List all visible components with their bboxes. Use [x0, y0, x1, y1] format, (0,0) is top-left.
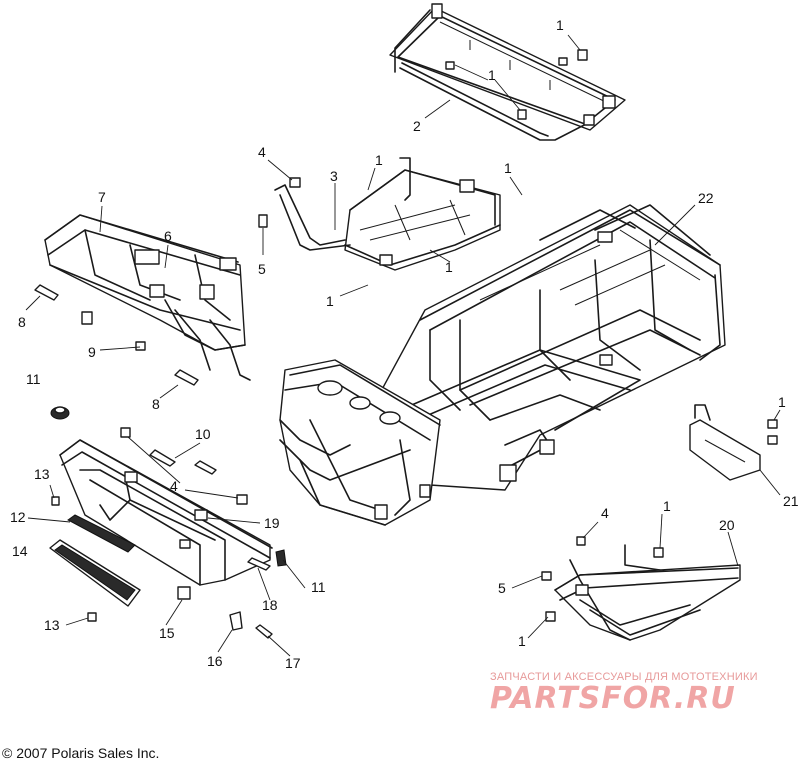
callout-9: 9 — [88, 344, 96, 360]
fastener-4-top — [289, 177, 301, 188]
part-22-front-bulkhead — [279, 359, 441, 526]
callout-7: 7 — [98, 189, 106, 205]
callout-11: 11 — [311, 579, 326, 595]
callout-4: 4 — [601, 505, 609, 521]
callout-6: 6 — [164, 228, 172, 244]
copyright-notice: © 2007 Polaris Sales Inc. — [2, 745, 159, 761]
part-14-grille — [49, 539, 141, 607]
watermark-tagline: ЗАПЧАСТИ И АКСЕССУАРЫ ДЛЯ МОТОТЕХНИКИ — [490, 671, 758, 683]
part-12-grille-strip — [67, 514, 136, 553]
part-17 — [255, 624, 273, 639]
part-16 — [229, 611, 243, 631]
callout-21: 21 — [783, 493, 799, 509]
callout-4: 4 — [170, 478, 178, 494]
watermark-logo: PARTSFOR.RU — [490, 681, 736, 716]
callout-13: 13 — [44, 617, 60, 633]
callout-14: 14 — [12, 543, 28, 559]
callout-1: 1 — [518, 633, 526, 649]
callout-1: 1 — [445, 259, 453, 275]
callout-17: 17 — [285, 655, 301, 671]
callout-18: 18 — [262, 597, 278, 613]
clip-11-b — [275, 549, 287, 567]
callout-16: 16 — [207, 653, 223, 669]
callout-1: 1 — [375, 152, 383, 168]
callout-10: 10 — [195, 426, 211, 442]
fastener-15 — [177, 586, 191, 600]
callout-4: 4 — [258, 144, 266, 160]
callout-3: 3 — [330, 168, 338, 184]
part-18-tube — [247, 557, 271, 571]
callout-1: 1 — [663, 498, 671, 514]
callout-5: 5 — [498, 580, 506, 596]
callout-1: 1 — [556, 17, 564, 33]
grommet-11-a — [50, 406, 70, 420]
callout-5: 5 — [258, 261, 266, 277]
callout-15: 15 — [159, 625, 175, 641]
watermark: ЗАПЧАСТИ И АКСЕССУАРЫ ДЛЯ МОТОТЕХНИКИ PA… — [490, 671, 758, 716]
fastener-10 — [149, 449, 217, 475]
part-3-seat-frame — [274, 157, 501, 271]
callout-20: 20 — [719, 517, 735, 533]
part-19-front-bumper — [59, 439, 273, 586]
fastener-8-a — [34, 284, 59, 301]
fastener-8-b — [174, 369, 199, 386]
fastener-1-top-a — [445, 49, 588, 120]
callout-1: 1 — [504, 160, 512, 176]
callout-2: 2 — [413, 118, 421, 134]
fastener-4-mid — [120, 427, 248, 505]
callout-19: 19 — [264, 515, 280, 531]
callout-22: 22 — [698, 190, 714, 206]
leader-lines — [25, 34, 781, 657]
fastener-9 — [81, 311, 146, 351]
callout-8: 8 — [152, 396, 160, 412]
callout-1: 1 — [778, 394, 786, 410]
callout-8: 8 — [18, 314, 26, 330]
fasteners-lower-right — [541, 536, 664, 622]
callout-11: 11 — [26, 371, 41, 387]
part-20-footrest-frame — [554, 544, 741, 641]
callout-1: 1 — [488, 67, 496, 83]
callout-1: 1 — [326, 293, 334, 309]
part-6-7-front-frame — [44, 214, 251, 381]
part-21-bracket — [689, 404, 778, 481]
callout-labels: 1 1 2 4 3 1 1 22 7 6 5 1 1 8 9 11 8 10 1… — [10, 17, 799, 671]
part-22-main-frame — [359, 204, 726, 491]
callout-12: 12 — [10, 509, 26, 525]
fastener-13-b — [87, 612, 97, 622]
fastener-13-a — [51, 496, 60, 506]
fastener-5-top — [258, 214, 268, 228]
part-2-cargo-frame — [389, 3, 626, 141]
callout-13: 13 — [34, 466, 50, 482]
